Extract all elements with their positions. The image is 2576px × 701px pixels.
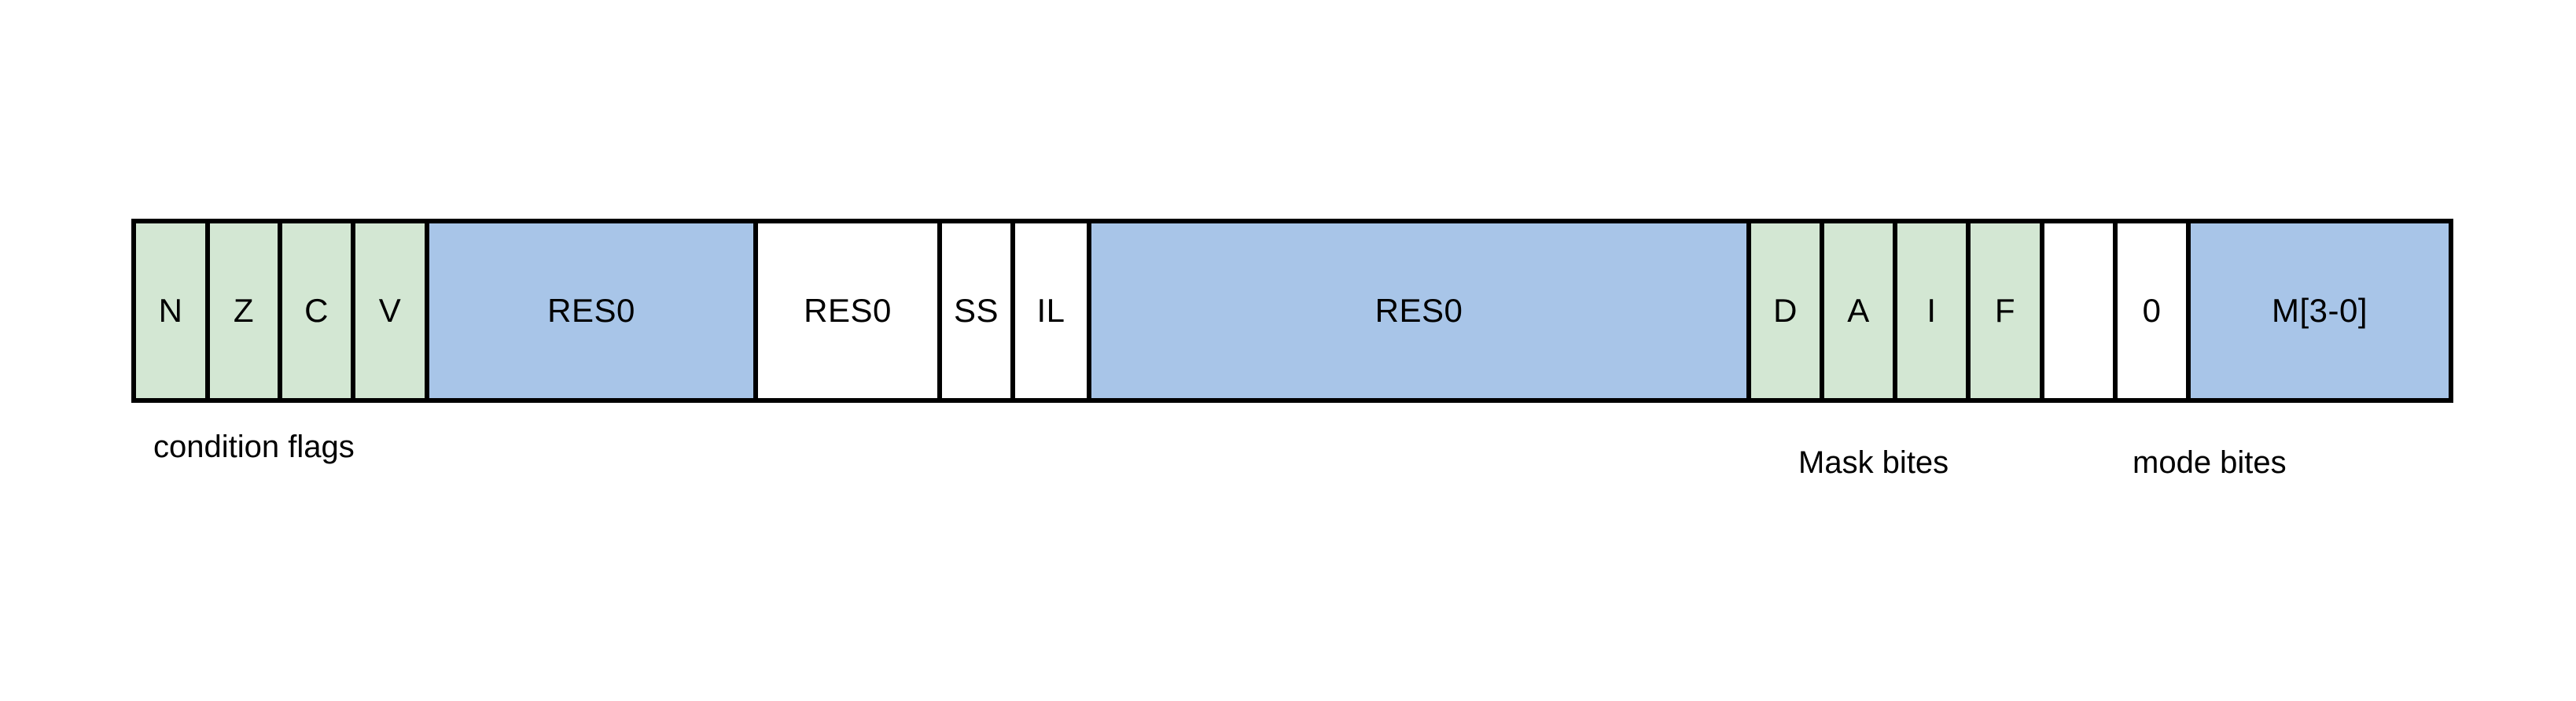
caption-condition-flags: condition flags (153, 430, 355, 464)
bitfield-label: 0 (2142, 292, 2162, 329)
bitfield-label: N (158, 292, 183, 329)
bitfield-cell-0-14: 0 (2118, 223, 2191, 398)
bitfield-cell-ss-6: SS (942, 223, 1015, 398)
bitfield-label: M[3-0] (2271, 292, 2368, 329)
bitfield-cell-i-11: I (1897, 223, 1971, 398)
bitfield-label: RES0 (1374, 292, 1463, 329)
bitfield-cell-il-7: IL (1015, 223, 1091, 398)
bitfield-label: C (304, 292, 329, 329)
caption-mode-bites: mode bites (2133, 445, 2287, 480)
bitfield-cell-empty-13 (2044, 223, 2118, 398)
bitfield-cell-z-1: Z (210, 223, 282, 398)
bitfield-label: Z (233, 292, 255, 329)
register-bar: N Z C V RES0 RES0 SS IL RES0 D A I F 0 M[3-0] (131, 219, 2453, 403)
bitfield-label: F (1994, 292, 2016, 329)
bitfield-cell-d-9: D (1751, 223, 1824, 398)
caption-mask-bites: Mask bites (1798, 445, 1949, 480)
bitfield-label: RES0 (547, 292, 635, 329)
bitfield-label: SS (953, 292, 999, 329)
bitfield-label: D (1773, 292, 1798, 329)
bitfield-cell-res0-5: RES0 (758, 223, 942, 398)
bitfield-label: V (378, 292, 402, 329)
bitfield-cell-n-0: N (136, 223, 210, 398)
bitfield-cell-c-2: C (282, 223, 355, 398)
bitfield-cell-res0-4: RES0 (429, 223, 758, 398)
bitfield-cell-v-3: V (355, 223, 429, 398)
bitfield-cell-m3-0-15: M[3-0] (2191, 223, 2449, 398)
bitfield-label: A (1847, 292, 1870, 329)
bitfield-cell-f-12: F (1971, 223, 2044, 398)
bitfield-label: I (1926, 292, 1937, 329)
bitfield-label: IL (1036, 292, 1065, 329)
bitfield-label: RES0 (804, 292, 892, 329)
bitfield-cell-res0-8: RES0 (1091, 223, 1751, 398)
bitfield-cell-a-10: A (1824, 223, 1897, 398)
